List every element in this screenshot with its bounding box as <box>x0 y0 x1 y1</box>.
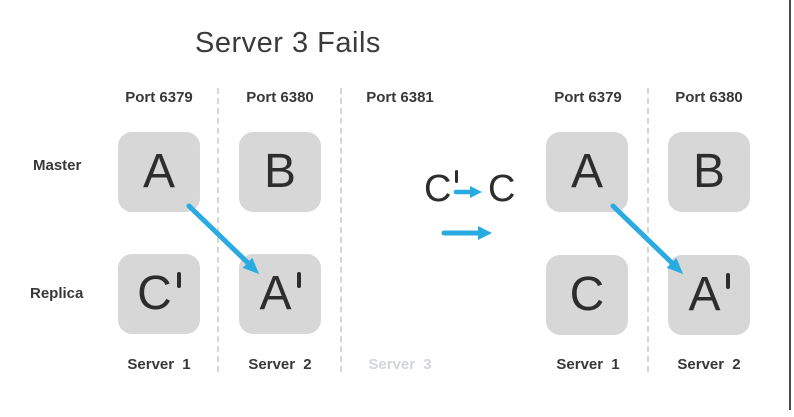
node-replica-c-right: C <box>546 255 628 335</box>
column-separator <box>217 88 219 372</box>
promote-arrow <box>453 186 482 198</box>
node-master-a-right: A <box>546 132 628 212</box>
column-separator <box>340 88 342 372</box>
node-letter: C <box>569 268 605 321</box>
prime-mark <box>725 273 730 289</box>
promotion-to: C <box>488 170 515 208</box>
row-label-replica: Replica <box>30 285 84 302</box>
node-letter: A <box>142 145 175 198</box>
server-label-2-right: Server 2 <box>677 356 741 373</box>
node-master-b-left: B <box>239 132 321 212</box>
column-separator <box>647 88 649 372</box>
node-letter: A <box>259 267 292 320</box>
server-label-1-left: Server 1 <box>127 356 191 373</box>
node-letter: A <box>688 268 721 321</box>
promotion-from: C <box>424 168 459 210</box>
node-master-b-right: B <box>668 132 750 212</box>
frame-right-edge <box>789 0 791 410</box>
port-label-6379-right: Port 6379 <box>554 89 622 106</box>
port-label-6381: Port 6381 <box>366 89 434 106</box>
node-replica-a-prime-right: A <box>668 255 750 335</box>
prime-mark <box>296 272 301 288</box>
port-label-6379-left: Port 6379 <box>125 89 193 106</box>
node-replica-c-prime-left: C <box>118 254 200 334</box>
server-label-2-left: Server 2 <box>248 356 312 373</box>
port-label-6380-right: Port 6380 <box>675 89 743 106</box>
server-label-1-right: Server 1 <box>556 356 620 373</box>
prime-mark <box>176 272 181 288</box>
transition-arrow <box>441 226 492 240</box>
node-letter: B <box>692 145 725 198</box>
server-label-3-failed: Server 3 <box>368 356 432 373</box>
port-label-6380-left: Port 6380 <box>246 89 314 106</box>
node-replica-a-prime-left: A <box>239 254 321 334</box>
promotion-to-letter: C <box>488 168 516 210</box>
promotion-from-letter: C <box>424 168 452 210</box>
node-letter: C <box>137 267 172 320</box>
node-letter: B <box>263 145 296 198</box>
node-master-a-left: A <box>118 132 200 212</box>
diagram-title: Server 3 Fails <box>195 27 381 59</box>
prime-mark <box>455 170 459 183</box>
row-label-master: Master <box>33 157 82 174</box>
node-letter: A <box>570 145 603 198</box>
